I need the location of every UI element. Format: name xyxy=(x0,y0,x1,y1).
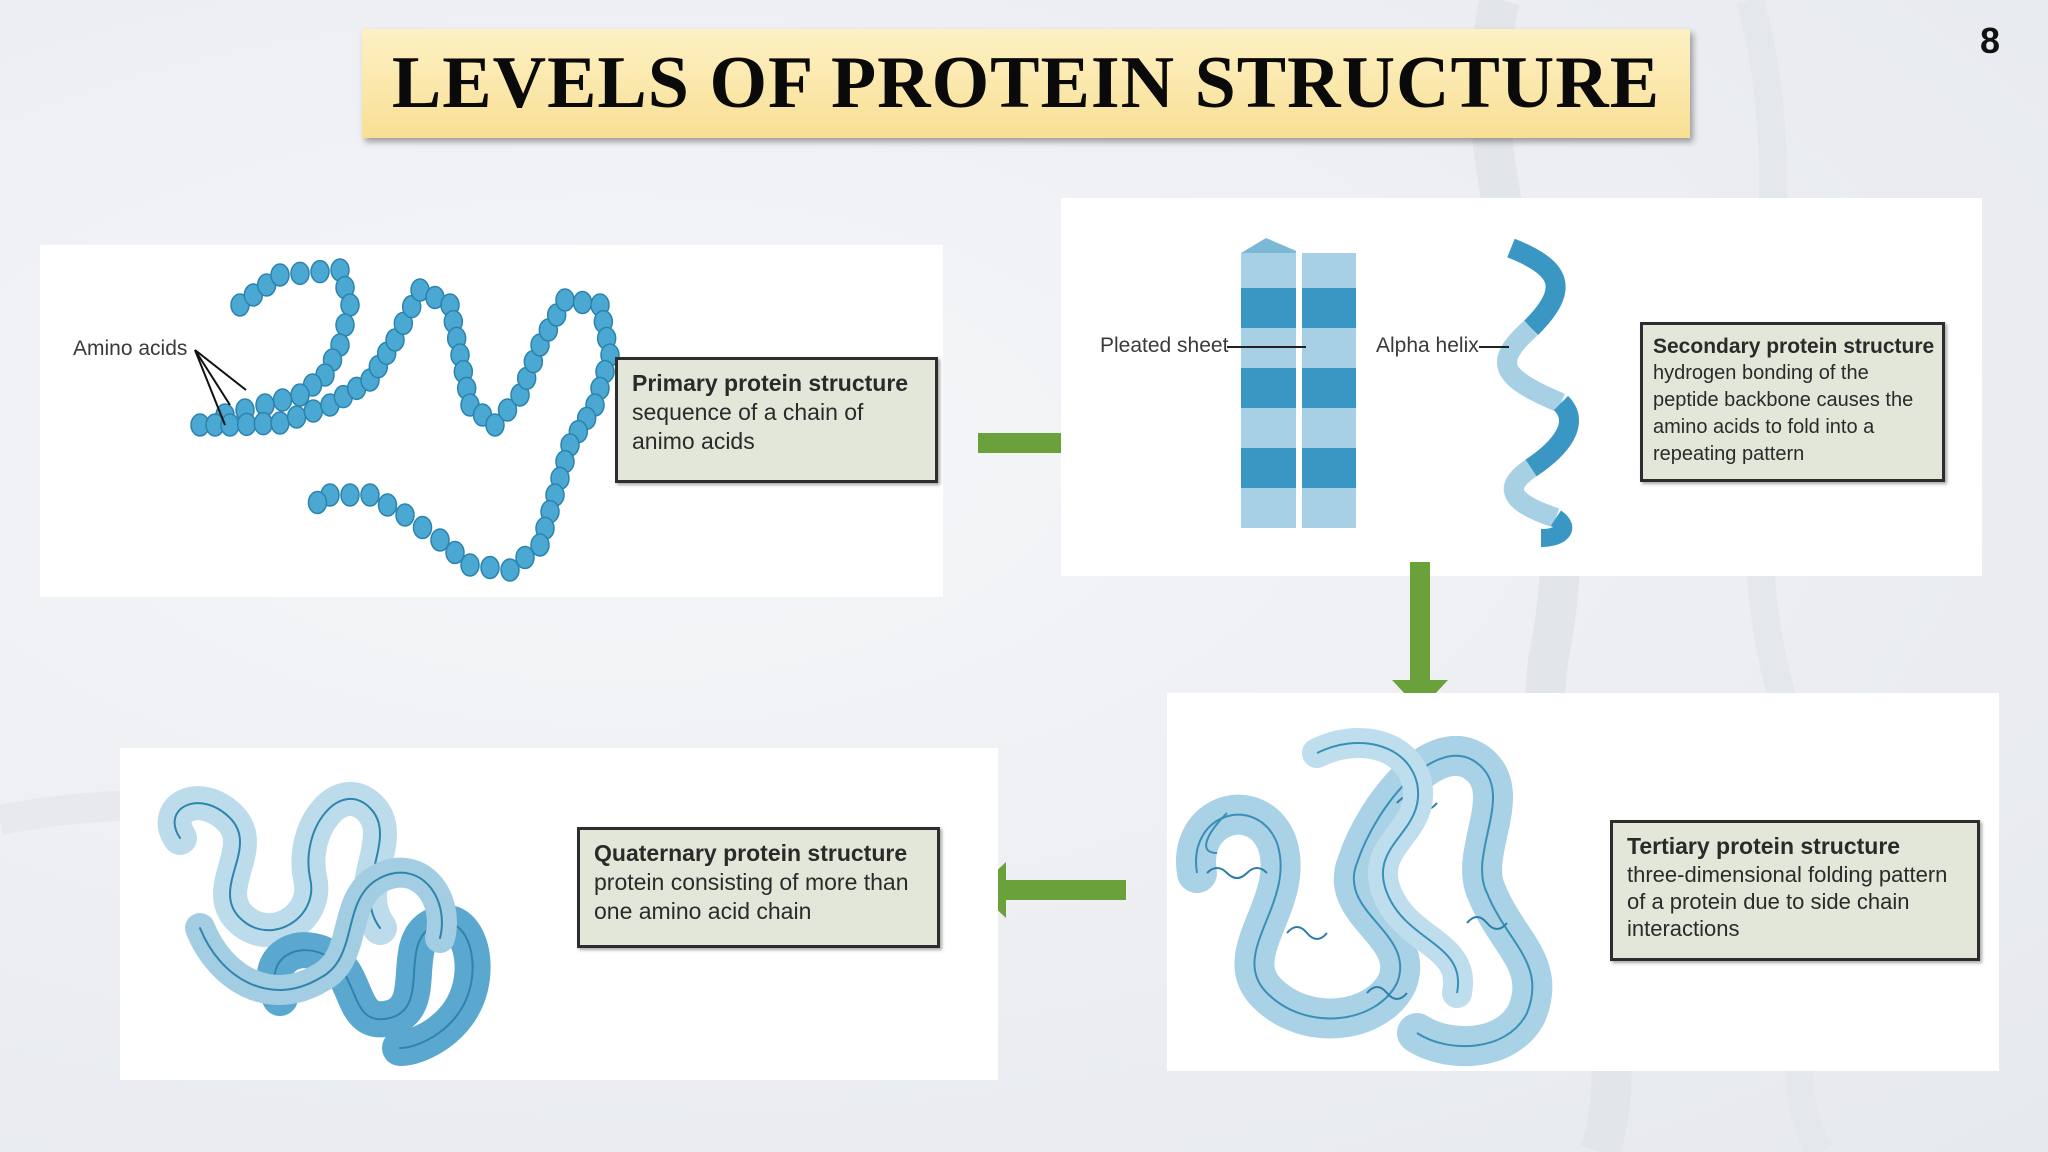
arrow-down-icon xyxy=(1392,562,1448,710)
alpha-helix-label: Alpha helix xyxy=(1376,334,1479,357)
quaternary-fold-illustration xyxy=(157,782,491,1066)
amino-acid-bead xyxy=(270,263,290,287)
amino-acid-bead xyxy=(485,413,505,437)
primary-structure-panel: Amino acids Primary protein structure se… xyxy=(40,245,943,597)
amino-acids-label: Amino acids xyxy=(73,337,188,360)
amino-acid-bead xyxy=(430,528,450,552)
quaternary-structure-box: Quaternary protein structure protein con… xyxy=(577,827,940,948)
amino-acid-bead xyxy=(340,293,360,317)
amino-acid-bead xyxy=(480,555,500,580)
amino-acid-bead xyxy=(530,533,550,557)
amino-acid-pointer xyxy=(194,349,226,426)
pleated-sheet-icon xyxy=(1241,238,1356,533)
amino-acid-bead xyxy=(290,383,310,407)
amino-acid-bead xyxy=(307,490,328,515)
amino-acid-bead xyxy=(445,540,465,565)
amino-acid-pointer xyxy=(194,349,231,406)
arrow-left-icon xyxy=(976,862,1126,918)
slide-title: LEVELS OF PROTEIN STRUCTURE xyxy=(391,42,1661,124)
amino-acid-bead xyxy=(340,483,360,507)
primary-box-title: Primary protein structure xyxy=(632,370,909,396)
amino-acid-bead xyxy=(303,399,324,423)
amino-acid-bead xyxy=(360,483,380,507)
amino-acid-bead xyxy=(572,290,593,315)
pleated-sheet-and-helix-illustration xyxy=(1227,238,1579,547)
page-number: 8 xyxy=(1979,20,2001,61)
amino-acid-bead xyxy=(555,288,575,312)
secondary-box-desc: hydrogen bonding of the peptide backbone… xyxy=(1653,362,1914,465)
amino-acid-bead xyxy=(395,503,415,527)
tertiary-structure-panel: Tertiary protein structure three-dimensi… xyxy=(1167,693,1999,1071)
amino-acid-bead xyxy=(497,398,518,422)
amino-acid-bead xyxy=(377,493,398,517)
amino-acid-bead xyxy=(253,411,274,436)
amino-acid-bead xyxy=(270,411,290,435)
amino-acid-pointer xyxy=(194,349,247,391)
secondary-box-title: Secondary protein structure xyxy=(1653,335,1935,358)
tertiary-box-desc: three-dimensional folding pattern of a p… xyxy=(1627,862,1948,941)
amino-acid-bead xyxy=(515,545,535,570)
tertiary-fold-illustration xyxy=(1176,728,1553,1067)
amino-acid-bead xyxy=(290,261,310,286)
tertiary-box-title: Tertiary protein structure xyxy=(1627,833,1901,859)
pleated-sheet-label: Pleated sheet xyxy=(1100,334,1229,357)
primary-structure-box: Primary protein structure sequence of a … xyxy=(615,357,938,483)
amino-acid-bead xyxy=(335,313,355,337)
quaternary-structure-panel: Quaternary protein structure protein con… xyxy=(120,748,998,1080)
secondary-structure-box: Secondary protein structure hydrogen bon… xyxy=(1640,322,1945,482)
tertiary-structure-box: Tertiary protein structure three-dimensi… xyxy=(1610,820,1980,961)
secondary-structure-panel: Pleated sheet Alpha helix Secondary prot… xyxy=(1061,198,1982,576)
arrow-right-icon xyxy=(978,415,1128,471)
alpha-helix-icon xyxy=(1497,238,1579,547)
amino-acid-bead xyxy=(272,388,293,412)
amino-acid-bead xyxy=(236,412,257,437)
amino-acid-bead xyxy=(460,553,480,577)
quaternary-box-title: Quaternary protein structure xyxy=(594,840,908,866)
amino-acid-bead xyxy=(286,405,307,429)
primary-box-desc: sequence of a chain of animo acids xyxy=(632,399,864,454)
amino-acid-bead xyxy=(412,515,433,540)
amino-acid-bead xyxy=(220,413,240,437)
amino-acid-bead xyxy=(500,558,520,582)
title-banner: LEVELS OF PROTEIN STRUCTURE xyxy=(362,29,1690,138)
amino-acid-chain-illustration xyxy=(190,258,620,582)
amino-acid-bead xyxy=(310,259,330,284)
quaternary-box-desc: protein consisting of more than one amin… xyxy=(594,869,909,924)
